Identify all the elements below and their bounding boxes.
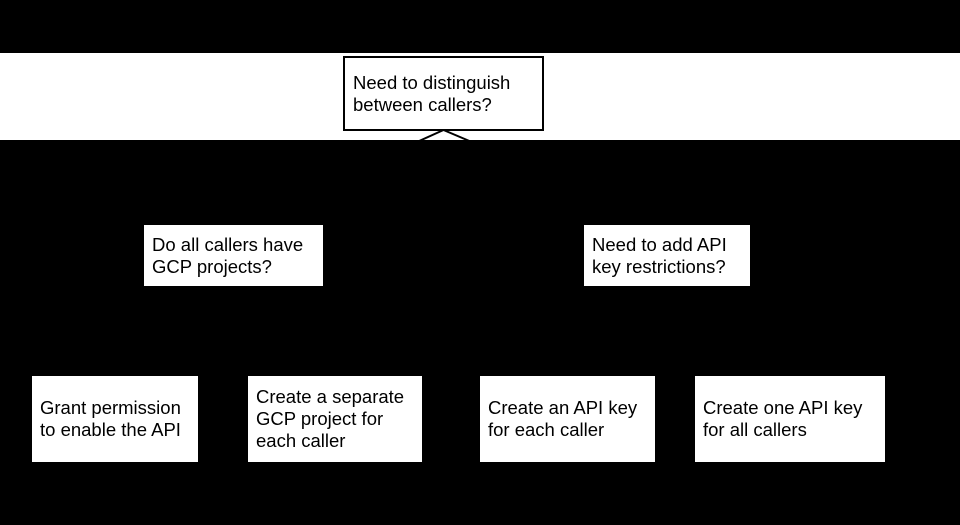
decision-need-distinguish-callers: Need to distinguish between callers? (343, 56, 544, 131)
node-text-line: Need to add API (592, 233, 727, 255)
outcome-api-key-all-callers: Create one API key for all callers (693, 374, 887, 464)
node-text-line: Create a separate (256, 386, 405, 407)
edge-restrictions-question-to-key-all-callers (666, 286, 791, 377)
node-text-line: between callers? (353, 93, 492, 115)
outcome-grant-permission: Grant permission to enable the API (30, 374, 200, 464)
node-text-line: Grant permission (40, 397, 181, 418)
node-text-line: for each caller (488, 419, 605, 440)
decision-api-key-restrictions: Need to add API key restrictions? (582, 223, 752, 288)
node-text-line: Create an API key (488, 397, 638, 418)
edge-root-to-restrictions-question (443, 129, 668, 226)
node-text-line: for all callers (703, 419, 807, 440)
node-text-line: to enable the API (40, 419, 181, 440)
node-text-line: Do all callers have (152, 233, 304, 255)
node-text-line: Need to distinguish (353, 71, 511, 93)
node-text-line: each caller (256, 430, 346, 451)
edge-restrictions-question-to-key-each-caller (566, 286, 668, 377)
node-text-line: Create one API key (703, 397, 863, 418)
node-text-line: GCP projects? (152, 255, 272, 277)
outcome-api-key-each-caller: Create an API key for each caller (478, 374, 657, 464)
edge-root-to-gcp-question (233, 129, 444, 226)
outcome-separate-gcp-project: Create a separate GCP project for each c… (246, 374, 424, 464)
edge-gcp-question-to-separate-project (232, 286, 336, 377)
edge-gcp-question-to-grant-permission (114, 286, 235, 377)
decision-all-callers-gcp-projects: Do all callers have GCP projects? (142, 223, 325, 288)
node-text-line: key restrictions? (592, 255, 726, 277)
node-text-line: GCP project for (256, 408, 384, 429)
